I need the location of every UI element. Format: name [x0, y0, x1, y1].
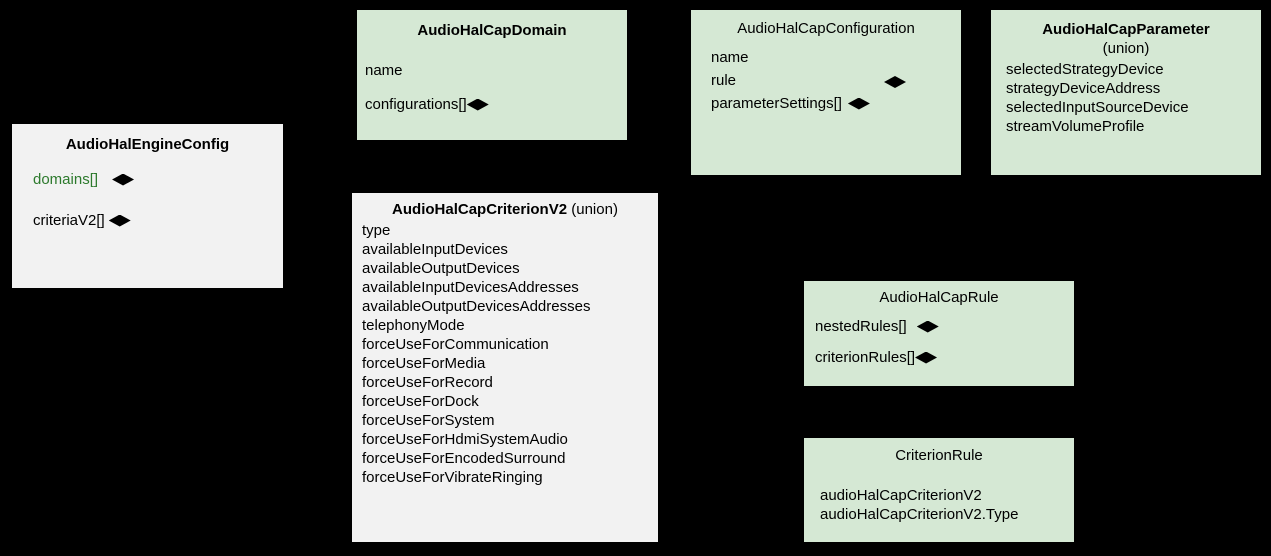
attr-label-available-output-devices: availableOutputDevices: [362, 260, 520, 277]
aggregation-diamond-icon: [108, 214, 131, 227]
attr-label-available-output-devices-addresses: availableOutputDevicesAddresses: [362, 298, 591, 315]
box-title-audio-hal-cap-parameter: AudioHalCapParameter: [1042, 21, 1210, 38]
attr-label-force-use-for-record: forceUseForRecord: [362, 374, 493, 391]
attr-label-stream-volume-profile: streamVolumeProfile: [1006, 118, 1145, 135]
box-audio-hal-cap-rule[interactable]: AudioHalCapRule nestedRules[] criterionR…: [804, 281, 1074, 386]
box-criterion-rule[interactable]: CriterionRule audioHalCapCriterionV2 aud…: [804, 438, 1074, 542]
attr-label-name: name: [365, 62, 403, 79]
aggregation-diamond-icon: [884, 76, 906, 88]
aggregation-diamond-icon: [112, 173, 135, 186]
attr-label-available-input-devices: availableInputDevices: [362, 241, 508, 258]
attr-label-parametersettings: parameterSettings[]: [711, 95, 842, 112]
attr-label-force-use-for-communication: forceUseForCommunication: [362, 336, 549, 353]
aggregation-diamond-icon: [915, 351, 938, 364]
box-subtitle-union: (union): [1102, 40, 1150, 57]
attr-label-selected-input-source-device: selectedInputSourceDevice: [1006, 99, 1189, 116]
attr-label-nestedrules: nestedRules[]: [815, 318, 907, 335]
aggregation-diamond-icon: [466, 98, 489, 111]
attr-row-parametersettings: parameterSettings[]: [711, 94, 870, 113]
attr-row-domains: domains[]: [33, 170, 135, 189]
attr-label-configurations: configurations[]: [365, 96, 467, 113]
box-title-audio-hal-cap-configuration: AudioHalCapConfiguration: [737, 20, 915, 37]
attr-label-rule: rule: [711, 72, 737, 89]
attr-label-selected-strategy-device: selectedStrategyDevice: [1006, 61, 1164, 78]
attr-label-criterionrules: criterionRules[]: [815, 349, 916, 366]
attr-label-force-use-for-media: forceUseForMedia: [362, 355, 486, 372]
box-title-audio-hal-cap-criterion-v2: AudioHalCapCriterionV2 (union): [352, 200, 658, 219]
attr-row-name: name: [711, 48, 749, 67]
attr-label-force-use-for-encoded-surround: forceUseForEncodedSurround: [362, 450, 566, 467]
aggregation-diamond-icon: [847, 97, 870, 110]
attr-row-name: name: [365, 61, 403, 80]
attr-label-available-input-devices-addresses: availableInputDevicesAddresses: [362, 279, 579, 296]
box-audio-hal-cap-criterion-v2[interactable]: AudioHalCapCriterionV2 (union) type avai…: [352, 193, 658, 542]
attr-row-criteriav2: criteriaV2[]: [33, 211, 131, 230]
attr-label-force-use-for-system: forceUseForSystem: [362, 412, 495, 429]
box-audio-hal-engine-config[interactable]: AudioHalEngineConfig domains[] criteriaV…: [12, 124, 283, 288]
attr-label-type: type: [362, 222, 391, 239]
attr-label-criteriav2: criteriaV2[]: [33, 212, 105, 229]
attr-label-audio-hal-cap-criterion-v2: audioHalCapCriterionV2: [820, 487, 982, 504]
box-title-text: AudioHalCapCriterionV2: [392, 201, 568, 218]
attr-row-configurations: configurations[]: [365, 95, 489, 114]
box-audio-hal-cap-parameter[interactable]: AudioHalCapParameter (union) selectedStr…: [991, 10, 1261, 175]
box-title-criterion-rule: CriterionRule: [895, 447, 983, 464]
attr-row-nestedrules: nestedRules[]: [815, 317, 939, 336]
attr-label-name: name: [711, 49, 749, 66]
attr-label-force-use-for-vibrate-ringing: forceUseForVibrateRinging: [362, 469, 543, 486]
attr-row-criterionrules: criterionRules[]: [815, 348, 938, 367]
aggregation-diamond-icon: [916, 320, 939, 333]
box-audio-hal-cap-domain[interactable]: AudioHalCapDomain name configurations[]: [357, 10, 627, 140]
attr-label-force-use-for-dock: forceUseForDock: [362, 393, 479, 410]
attr-label-telephony-mode: telephonyMode: [362, 317, 465, 334]
box-title-audio-hal-cap-rule: AudioHalCapRule: [879, 289, 999, 306]
attr-label-strategy-device-address: strategyDeviceAddress: [1006, 80, 1161, 97]
attr-label-audio-hal-cap-criterion-v2-type: audioHalCapCriterionV2.Type: [820, 506, 1019, 523]
box-audio-hal-cap-configuration[interactable]: AudioHalCapConfiguration name rule param…: [691, 10, 961, 175]
attr-label-force-use-for-hdmi-system-audio: forceUseForHdmiSystemAudio: [362, 431, 568, 448]
attr-label-domains: domains[]: [33, 171, 99, 188]
box-title-audio-hal-cap-domain: AudioHalCapDomain: [417, 22, 567, 39]
box-title-audio-hal-engine-config: AudioHalEngineConfig: [65, 136, 230, 153]
attr-row-rule: rule: [711, 71, 736, 90]
box-title-suffix: (union): [571, 201, 618, 218]
